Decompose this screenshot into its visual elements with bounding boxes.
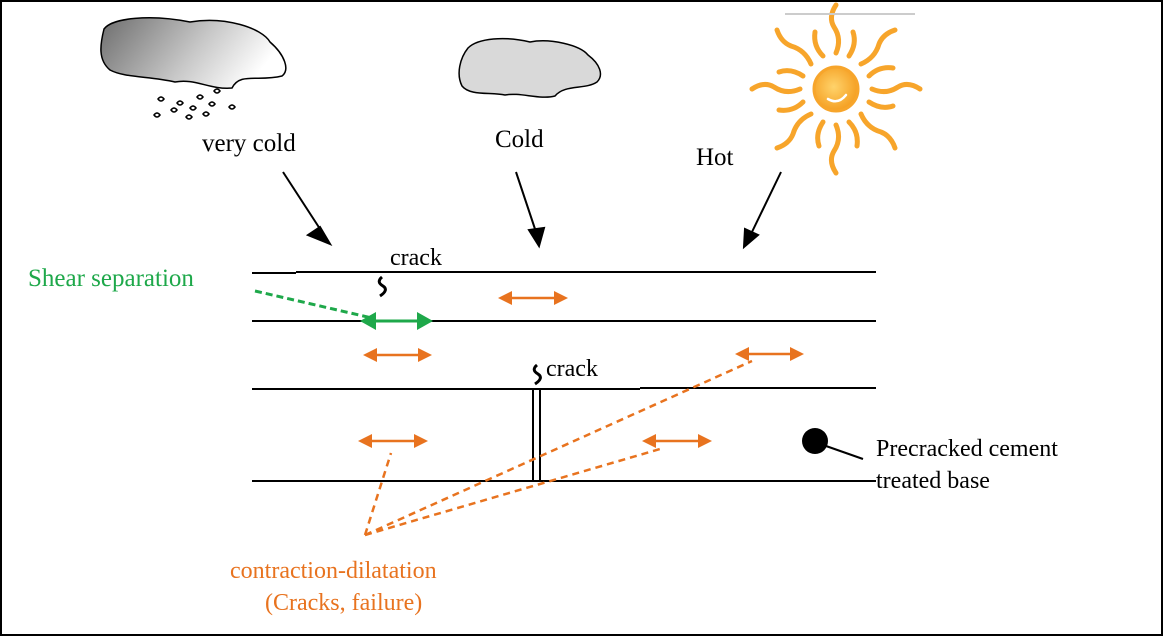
very-cold-label: very cold xyxy=(202,130,296,157)
double-arrow-3 xyxy=(735,347,804,361)
precracked-label-line1: Precracked cement xyxy=(876,436,1058,462)
contraction-arrows xyxy=(358,291,804,448)
crack-label-mid: crack xyxy=(546,356,598,382)
crack-vertical xyxy=(532,389,541,481)
crack-squiggle-top xyxy=(377,275,387,298)
double-arrow-4 xyxy=(358,434,428,448)
contraction-label-line1: contraction-dilatation xyxy=(230,558,437,584)
cold-label: Cold xyxy=(495,126,544,153)
hot-label: Hot xyxy=(696,144,734,171)
shear-separation-arrow xyxy=(254,289,433,330)
shear-separation-label: Shear separation xyxy=(28,265,194,292)
precracked-cement-marker xyxy=(802,428,828,454)
precracked-label-line2: treated base xyxy=(876,468,990,494)
contraction-label-line2: (Cracks, failure) xyxy=(265,590,423,616)
double-arrow-1 xyxy=(498,291,568,305)
crack-label-top: crack xyxy=(390,245,442,271)
weather-arrows xyxy=(282,171,782,250)
sun-icon xyxy=(749,2,923,176)
precracked-leader xyxy=(825,445,864,460)
contraction-leaders xyxy=(363,359,753,537)
hail-cloud-icon xyxy=(100,17,287,120)
double-arrow-5 xyxy=(642,434,712,448)
crack-squiggle-mid xyxy=(532,363,542,386)
cloud-icon xyxy=(458,37,602,98)
pavement-layers xyxy=(252,271,876,482)
double-arrow-2 xyxy=(363,348,432,362)
